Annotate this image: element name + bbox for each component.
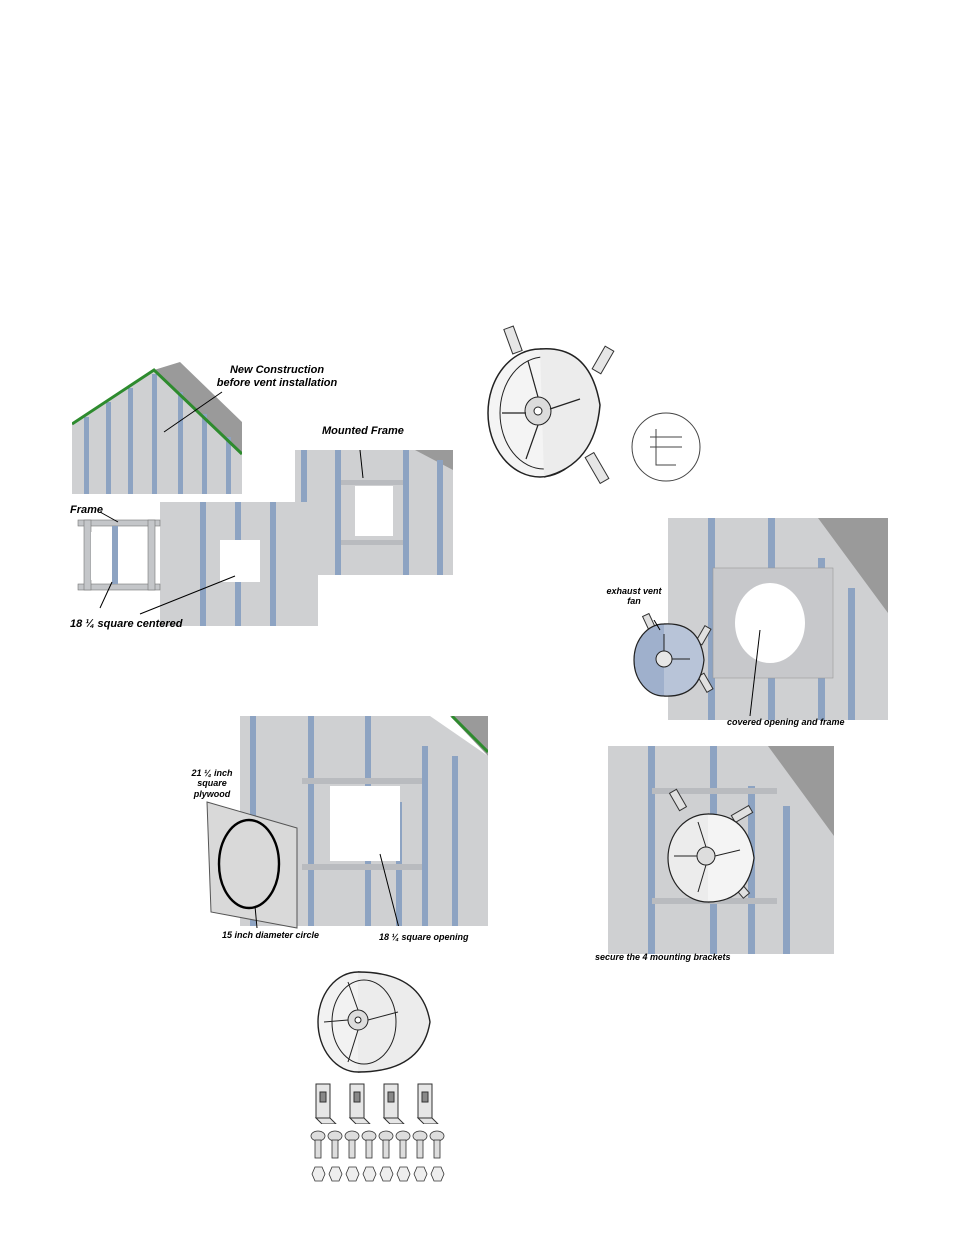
hex-nut-icon: [311, 1166, 326, 1182]
new-construction-line-1: New Construction: [229, 364, 325, 376]
installed-fan-illustration: [608, 746, 834, 954]
mounting-bracket-icon: [416, 1083, 439, 1124]
screw-icon: [344, 1130, 360, 1159]
hex-nut-icon: [328, 1166, 343, 1182]
hex-nut-icon: [362, 1166, 377, 1182]
plywood-line-2: square: [197, 778, 227, 789]
screw-icon: [395, 1130, 411, 1159]
hex-nut-icon: [430, 1166, 445, 1182]
plywood-and-opening-illustration: [240, 716, 488, 926]
plywood-line-1: 21 ¼ inch: [191, 768, 233, 778]
mounting-bracket-icon: [348, 1083, 371, 1124]
mounted-frame-illustration: [295, 450, 453, 575]
mounting-bracket-icon: [314, 1083, 337, 1124]
screws-row: [310, 1130, 446, 1160]
screw-icon: [361, 1130, 377, 1159]
mounting-bracket-icon: [382, 1083, 405, 1124]
screw-icon: [327, 1130, 343, 1159]
covered-opening-label: covered opening and frame: [727, 717, 845, 727]
mounted-frame-label: Mounted Frame: [322, 425, 404, 437]
parts-fan-icon: [317, 971, 431, 1073]
plywood-line-3: plywood: [193, 788, 231, 799]
nuts-row: [310, 1164, 446, 1184]
hex-nut-icon: [379, 1166, 394, 1182]
screw-icon: [310, 1130, 326, 1159]
frame-and-wall-illustration: [70, 502, 318, 626]
screw-icon: [378, 1130, 394, 1159]
exhaust-line-1: exhaust vent: [606, 586, 662, 596]
leader-lines: [653, 620, 761, 717]
secure-brackets-label: secure the 4 mounting brackets: [595, 952, 731, 962]
hex-nut-icon: [396, 1166, 411, 1182]
square-centered-label: 18 ¼ square centered: [70, 618, 183, 630]
circle-15-label: 15 inch diameter circle: [222, 930, 320, 940]
new-construction-illustration: [72, 362, 242, 494]
new-construction-line-2: before vent installation: [216, 376, 338, 389]
new-construction-label: New Construction before vent installatio…: [207, 364, 347, 389]
plywood-label: 21 ¼ inch square plywood: [182, 768, 242, 799]
hex-nut-icon: [413, 1166, 428, 1182]
exhaust-vent-fan-label: exhaust vent fan: [598, 586, 670, 607]
exhaust-vent-fan-icon: [633, 612, 714, 697]
screw-icon: [429, 1130, 445, 1159]
plywood-sheet-icon: [206, 801, 298, 929]
hex-nut-icon: [345, 1166, 360, 1182]
screw-icon: [412, 1130, 428, 1159]
square-opening-label: 18 ¼ square opening: [379, 932, 469, 942]
mounting-brackets-row: [314, 1082, 444, 1124]
frame-label: Frame: [70, 504, 104, 516]
vent-fan-with-brackets-illustration: [480, 325, 710, 495]
exhaust-line-2: fan: [627, 596, 641, 607]
